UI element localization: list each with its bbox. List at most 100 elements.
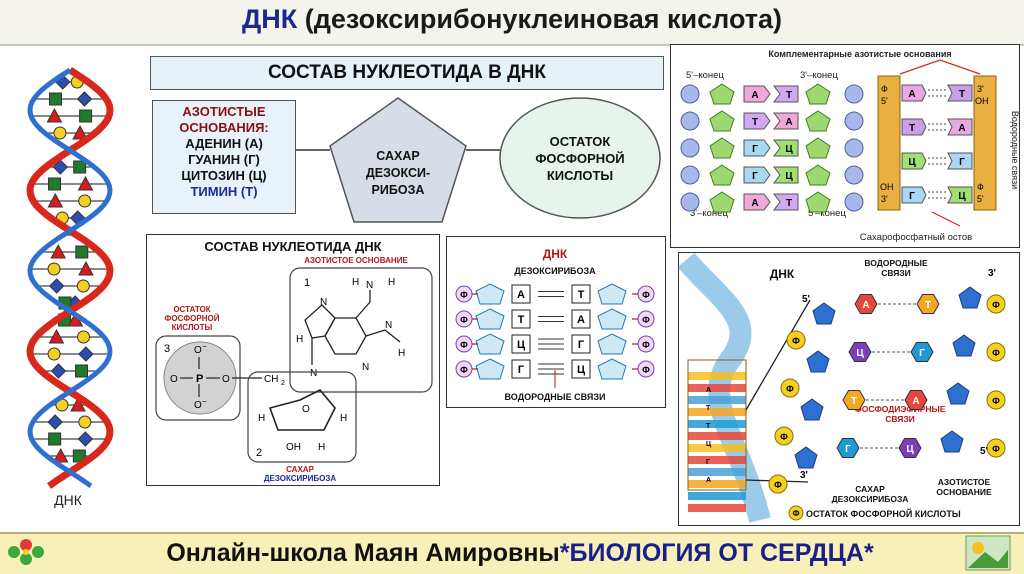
pair-base-left [511,284,531,304]
legend-phosphate-icon [788,505,804,521]
pair-phosphate-left-label: Ф [460,290,468,300]
mini-helix-rung [688,480,746,488]
acid-line2: ФОСФОРНОЙ [535,151,624,166]
helix-base-triangle [70,396,86,412]
zoom-line-top [745,299,811,411]
phosphate-caption-1: ОСТАТОК [173,305,210,314]
compl-sugar-left [709,83,735,105]
helix-heading: ДНК [770,267,795,281]
ladder-5-left: 5' [881,96,888,106]
atom-H-sugar2: H [340,413,347,424]
helix-base-1: АЗОТИСТОЕ [938,477,991,487]
legend-phosphate-label: ОСТАТОК ФОСФОРНОЙ КИСЛОТЫ [806,508,961,519]
helix-strands [26,67,114,489]
sugar-caption-2: ДЕЗОКСИРИБОЗА [264,474,337,483]
helix-base-triangle [50,243,67,259]
helix-base-left-label: Ц [856,348,864,359]
compl-sugar-left [709,164,735,186]
mini-helix-letter: Г [706,459,710,466]
compl-base-right [773,85,799,103]
ladder-f-left: Ф [881,84,888,94]
helix-base-circle [47,262,61,276]
compl-phosphate-right [844,111,864,131]
helix-base-square [49,92,63,106]
atom-N-amino: N [366,280,373,291]
pair-base-left-label: А [517,289,525,301]
helix-sugar-left [806,350,830,373]
helix-base-diamond [47,414,63,430]
atom-H-sugar3: H [318,442,325,453]
compl-heading: Комплементарные азотистые основания [768,49,951,59]
ladder-base-left [901,84,927,102]
pair-base-left-label: Ц [517,339,525,351]
mini-helix-rung [688,408,746,416]
mini-helix-rung [688,468,746,476]
helix-base-square [48,177,62,191]
compl-base-left-label: Г [752,144,758,155]
atom-O-ring: O [302,404,310,415]
num-3: 3 [164,343,170,355]
helix-3prime-bottom: 3' [800,470,808,481]
legend-f: Ф [793,509,800,518]
helix-base-circle [47,347,61,361]
compl-end5-bottom: 5'–конец [808,208,846,219]
helix-base-left [854,294,878,314]
helix-sugar-left [812,302,836,325]
helix-base-left-label: Т [851,396,857,407]
clover-logo-icon [8,539,44,565]
helix-phosphate-right-label: Ф [992,444,1000,454]
mini-helix-rung [688,384,746,392]
phosphate-caption-3: КИСЛОТЫ [172,323,213,332]
mini-helix-rung [688,396,746,404]
helix-phosphodiester-1: ФОСФОДИЭФИРНЫЕ [854,404,945,414]
helix-base-diamond [77,431,94,447]
pair-base-left-label: Г [518,364,525,376]
pair-base-left [511,309,531,329]
nitrogen-bases-box: АЗОТИСТЫЕ ОСНОВАНИЯ: АДЕНИН (А) ГУАНИН (… [152,100,296,214]
pair-base-right-label: Т [578,289,585,301]
ladder-base-left-label: А [908,89,915,100]
compl-base-right-label: Т [786,198,792,209]
helix-phosphate-left [780,378,800,398]
base-guanine: ГУАНИН (Г) [188,152,260,167]
ladder-base-left [901,152,927,170]
compl-base-left-label: Т [752,117,758,128]
mini-helix-rung [688,420,746,428]
pair-sugar-left [475,333,505,355]
helix-sugar-left [794,446,818,469]
helix-phosphate-left-label: Ф [786,384,794,394]
pair-base-right [571,334,591,354]
pair-phosphate-right-label: Ф [642,340,650,350]
atom-CH-sub: 2 [281,380,285,387]
helix-base-square [75,364,89,378]
atom-H-amino1: H [352,277,359,288]
compl-base-left [743,139,771,157]
helix-sugar-right [952,334,976,357]
compl-phosphate-left [680,192,700,212]
base-frame [289,267,433,393]
pair-base-right-label: Г [578,339,585,351]
helix-base-right [904,390,928,410]
base-thymine: ТИМИН (Т) [190,184,258,199]
compl-sugar-right [805,164,831,186]
ladder-5-right: 5' [977,194,984,204]
ladder-base-right-label: А [958,123,965,134]
pair-base-left [511,334,531,354]
helix-base-triangle [77,175,94,191]
helix-3prime-top: 3' [988,268,996,279]
atom-N-ring2: N [385,320,392,331]
atom-O-left: O [170,374,178,385]
pair-base-right [571,284,591,304]
pair-phosphate-left-label: Ф [460,340,468,350]
compl-end3-bottom: 3'–конец [690,208,728,219]
acid-line1: ОСТАТОК [550,134,611,149]
compl-base-right [773,166,799,184]
mini-helix-letter: Т [706,405,711,412]
pair-phosphate-right-label: Ф [642,290,650,300]
phosphate-ellipse [499,97,661,219]
helix-base-triangle [52,447,69,463]
compl-phosphate-left [680,84,700,104]
